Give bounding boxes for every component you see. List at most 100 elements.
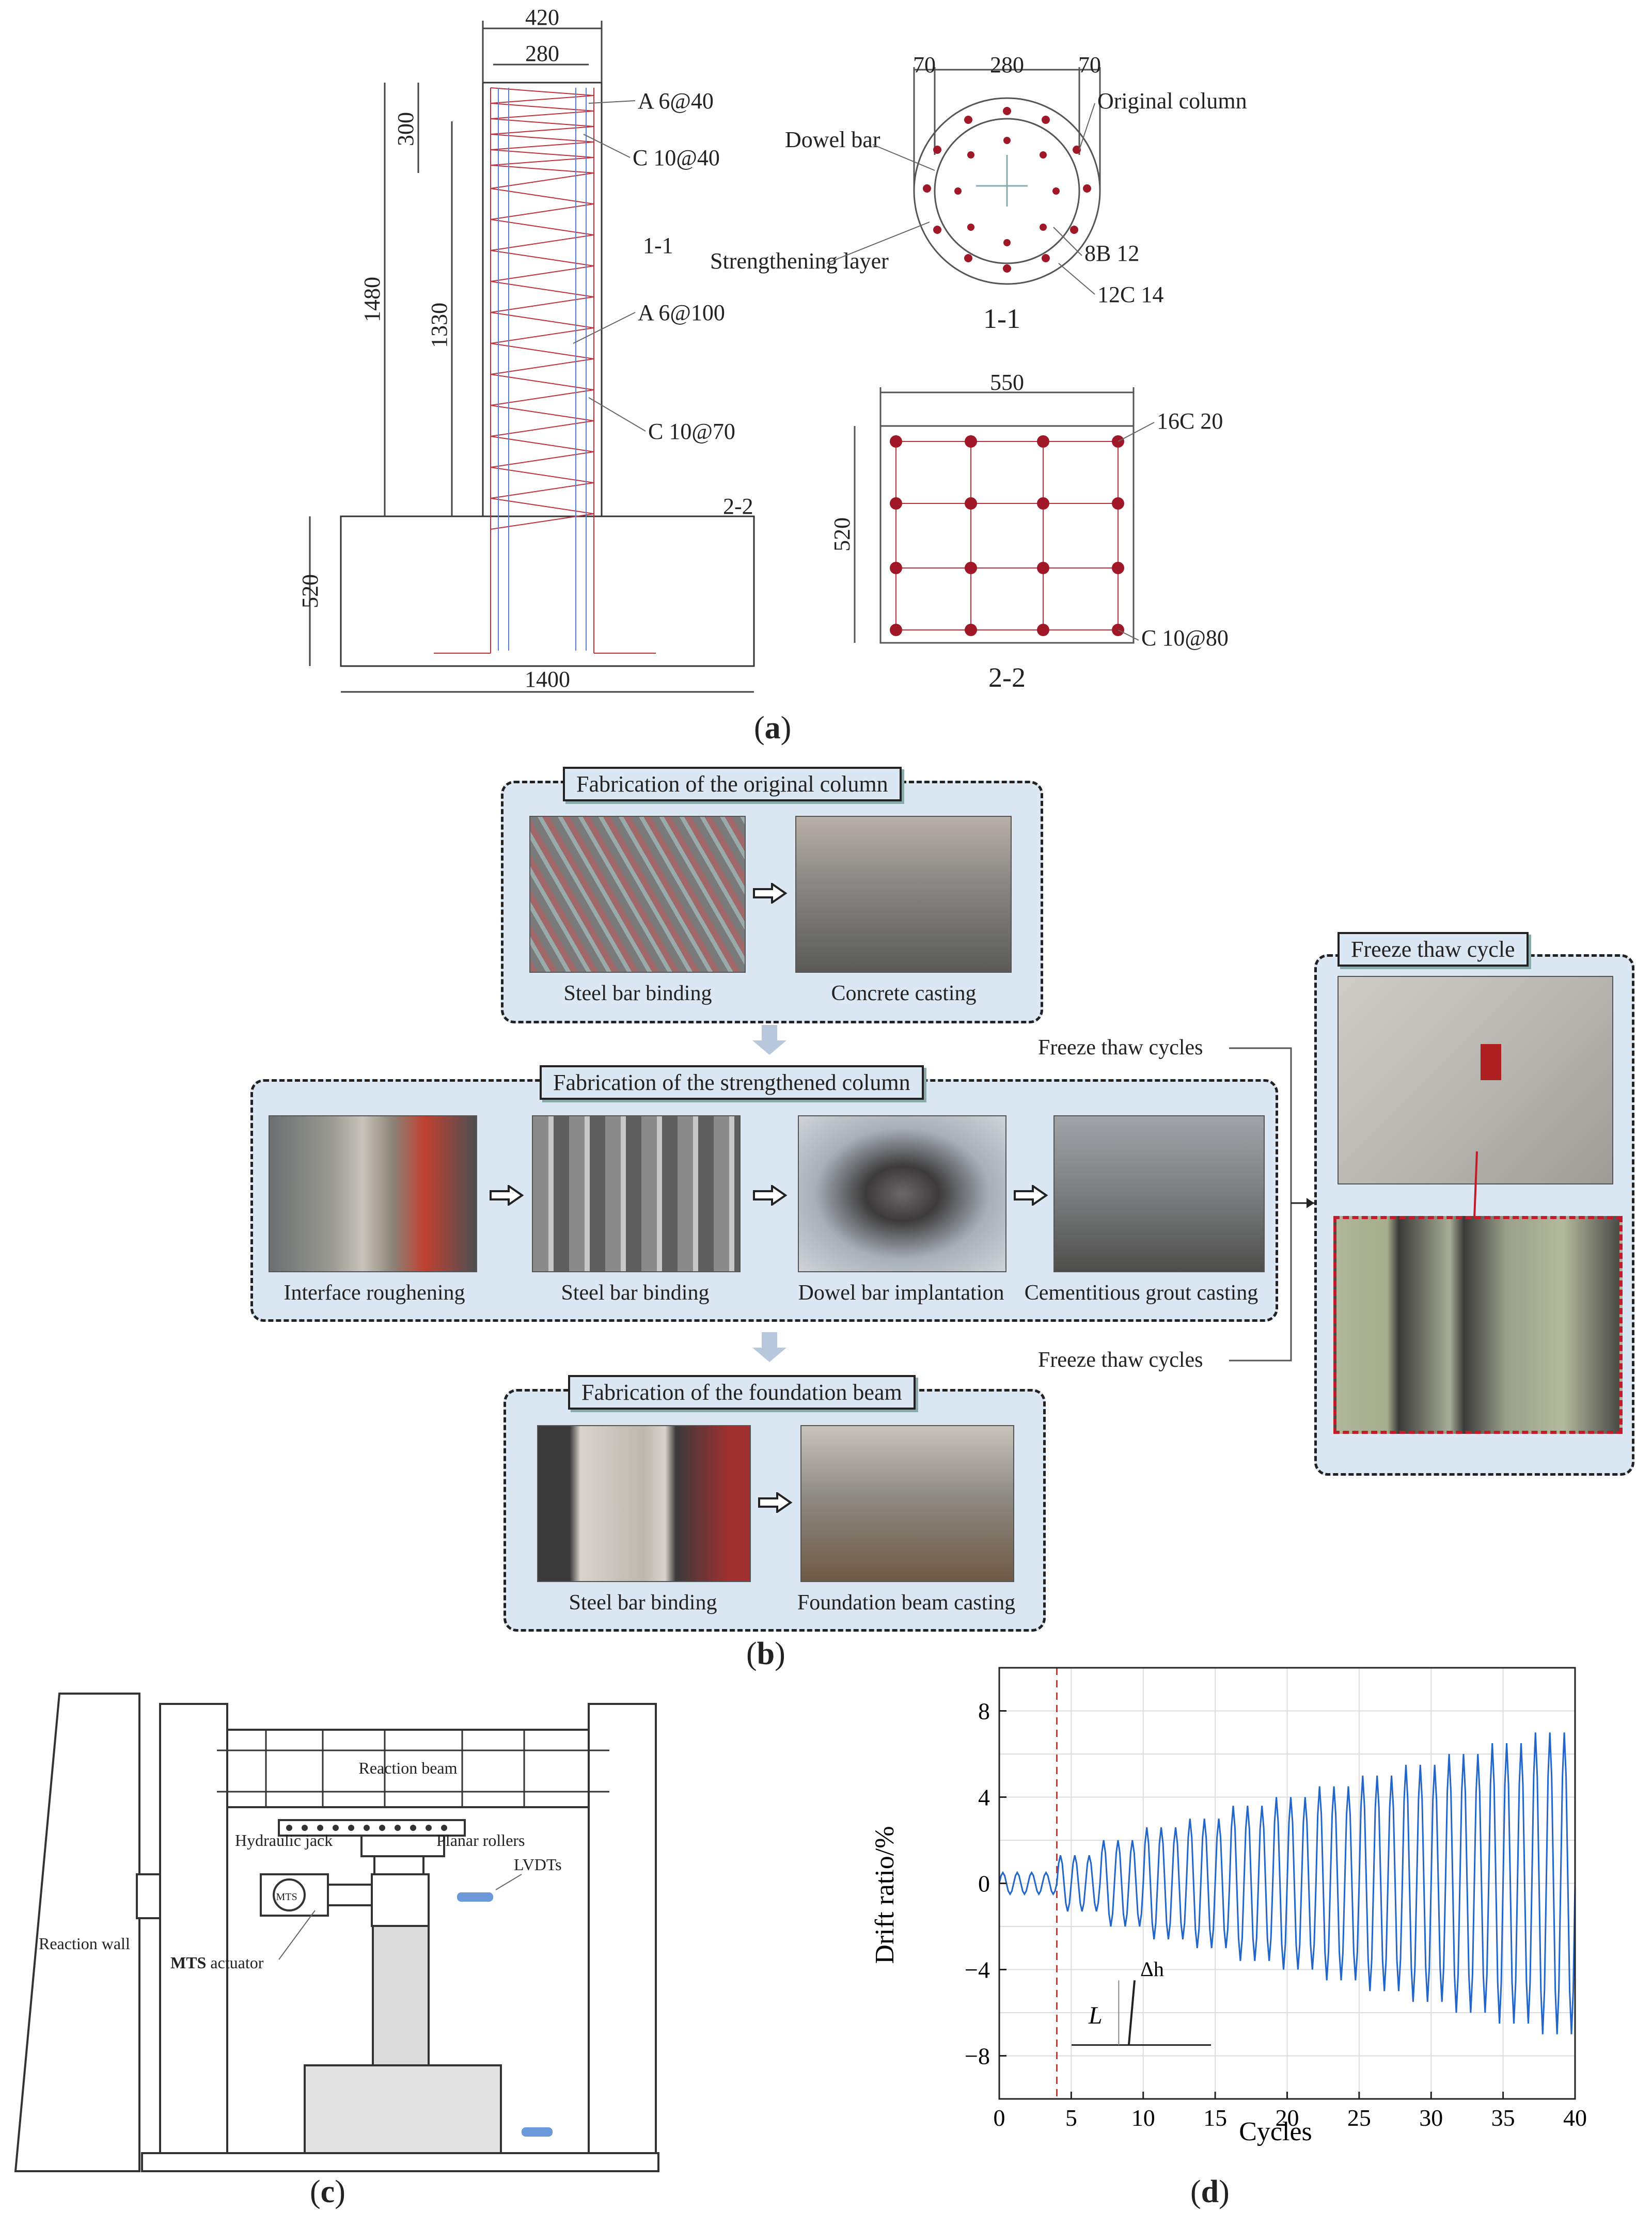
section-title-2-2: 2-2	[988, 662, 1026, 693]
dim-520-a: 520	[297, 574, 323, 608]
left-frame	[159, 1703, 228, 2154]
title-strengthened-column: Fabrication of the strengthened column	[540, 1065, 924, 1100]
dim-70a: 70	[913, 52, 936, 77]
section-1-1-bars	[923, 107, 1091, 273]
panel-label-c: (c)	[310, 2174, 345, 2209]
caption-foundation-beam-casting: Foundation beam casting	[797, 1591, 1016, 1615]
planar-rollers	[278, 1819, 466, 1837]
caption-dowel-bar-implantation: Dowel bar implantation	[798, 1281, 1004, 1305]
label-hydraulic-jack: Hydraulic jack	[235, 1831, 333, 1850]
dim-1400: 1400	[525, 667, 570, 692]
y-tick-label: −4	[965, 1957, 990, 1983]
x-tick-label: 15	[1203, 2105, 1227, 2131]
dim-520-b: 520	[829, 517, 855, 551]
label-sec11: 1-1	[643, 233, 673, 258]
chamber-panel	[1481, 1044, 1501, 1080]
label-dowel-bar: Dowel bar	[785, 127, 880, 152]
y-tick-label: 8	[978, 1698, 990, 1725]
photo-interface-roughening	[269, 1115, 477, 1272]
panel-label-b: (b)	[746, 1636, 785, 1671]
label-lvdts: LVDTs	[514, 1855, 562, 1874]
label-mts-actuator: MTS actuator	[170, 1953, 264, 1972]
label-c10-80: C 10@80	[1141, 625, 1229, 651]
caption-steel-bar-binding-2: Steel bar binding	[561, 1281, 710, 1305]
reaction-beam	[226, 1729, 590, 1808]
dim-300: 300	[393, 112, 418, 146]
label-planar-rollers: Planar rollers	[436, 1831, 525, 1850]
title-original-column: Fabrication of the original column	[563, 767, 902, 801]
label-freeze-thaw-cycles-1: Freeze thaw cycles	[1038, 1036, 1203, 1060]
panel-label-a: (a)	[754, 710, 792, 746]
label-16c20: 16C 20	[1157, 408, 1223, 434]
label-a6-40: A 6@40	[638, 88, 714, 114]
inset-delta-label: Δh	[1140, 1957, 1164, 1981]
photo-concrete-casting	[795, 816, 1012, 973]
x-axis-label: Cycles	[1239, 2117, 1312, 2146]
title-freeze-thaw: Freeze thaw cycle	[1338, 932, 1529, 967]
inset-L-label: L	[1088, 2002, 1103, 2029]
x-tick-label: 0	[994, 2105, 1005, 2131]
label-8b12: 8B 12	[1084, 241, 1139, 266]
label-strengthening-layer: Strengthening layer	[710, 248, 889, 274]
caption-cementitious-grout-casting: Cementitious grout casting	[1024, 1281, 1258, 1305]
photo-foundation-beam-casting	[800, 1425, 1014, 1582]
label-a6-100: A 6@100	[638, 300, 725, 325]
column-cap	[371, 1873, 430, 1927]
label-reaction-beam: Reaction beam	[358, 1759, 457, 1777]
right-frame	[588, 1703, 657, 2154]
lvdt-icon	[457, 1892, 493, 1902]
photo-steel-bar-binding-1	[529, 816, 746, 973]
down-arrow-icon	[752, 1332, 786, 1362]
label-c10-70: C 10@70	[648, 419, 735, 444]
x-tick-label: 25	[1347, 2105, 1371, 2131]
y-tick-label: 0	[978, 1871, 990, 1897]
photo-cementitious-grout-casting	[1053, 1115, 1265, 1272]
photo-freeze-thaw-chamber	[1338, 976, 1613, 1184]
caption-interface-roughening: Interface roughening	[284, 1281, 465, 1305]
arrow-icon	[490, 1185, 524, 1206]
x-tick-label: 10	[1131, 2105, 1155, 2131]
section-title-1-1: 1-1	[983, 303, 1020, 334]
dim-550: 550	[990, 370, 1024, 395]
title-foundation-beam: Fabrication of the foundation beam	[568, 1375, 916, 1410]
label-12c14: 12C 14	[1097, 282, 1163, 307]
arrow-icon	[1014, 1185, 1048, 1206]
label-reaction-wall: Reaction wall	[39, 1934, 130, 1953]
photo-steel-bar-binding-2	[532, 1115, 741, 1272]
x-tick-label: 40	[1563, 2105, 1587, 2131]
specimen-column	[372, 1925, 430, 2066]
label-original-column: Original column	[1097, 88, 1247, 114]
mts-badge: MTS	[276, 1891, 297, 1903]
photo-freeze-thaw-specimens	[1333, 1216, 1623, 1434]
caption-concrete-casting: Concrete casting	[831, 982, 977, 1005]
photo-steel-bar-binding-3	[537, 1425, 751, 1582]
caption-steel-bar-binding-1: Steel bar binding	[563, 982, 712, 1005]
arrow-icon	[753, 883, 788, 904]
x-tick-label: 35	[1491, 2105, 1515, 2131]
section-2-2-bars	[890, 435, 1124, 636]
x-tick-label: 30	[1419, 2105, 1443, 2131]
photo-dowel-bar-implantation	[798, 1115, 1006, 1272]
lvdt-icon	[522, 2127, 553, 2137]
dim-280: 280	[525, 41, 559, 66]
label-freeze-thaw-cycles-2: Freeze thaw cycles	[1038, 1348, 1203, 1372]
dim-280b: 280	[990, 52, 1024, 77]
panel-c-test-setup: Reaction beam Hydraulic jack Planar roll…	[14, 1693, 659, 2172]
panel-label-d: (d)	[1190, 2174, 1230, 2209]
caption-steel-bar-binding-3: Steel bar binding	[569, 1591, 717, 1615]
down-arrow-icon	[752, 1025, 786, 1055]
inset-column	[1127, 1980, 1136, 2045]
section-1-1	[913, 67, 1101, 285]
y-axis-label: Drift ratio/%	[870, 1826, 900, 1964]
reaction-wall	[14, 1693, 140, 2172]
dim-1480: 1480	[359, 277, 385, 322]
panel-a-drawing: 420 280 300 1480 1330 520 1400 A 6@40 C …	[297, 5, 1247, 693]
section-2-2	[854, 387, 1135, 644]
dim-70b: 70	[1078, 52, 1101, 77]
arrow-icon	[758, 1492, 793, 1513]
y-tick-label: 4	[978, 1784, 990, 1811]
x-tick-label: 5	[1065, 2105, 1077, 2131]
dim-1330: 1330	[427, 303, 452, 348]
